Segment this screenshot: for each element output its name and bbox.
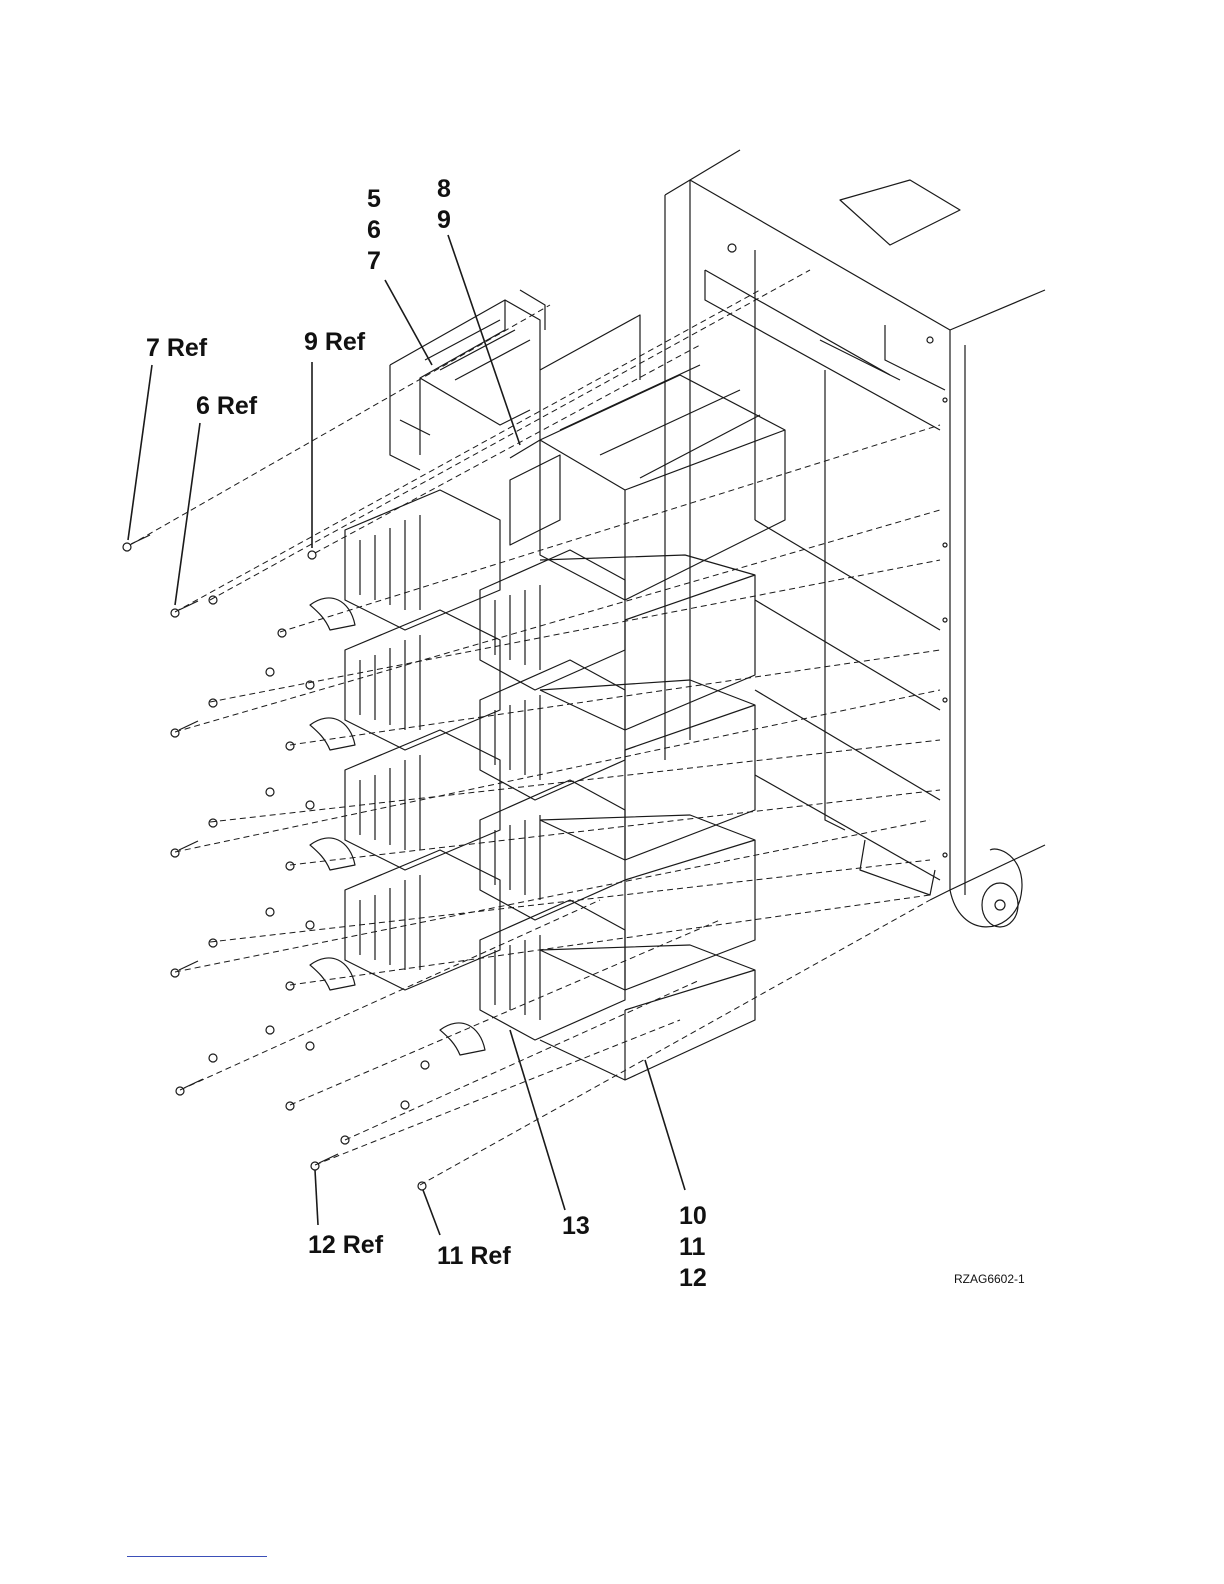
callout-8-9: 8 9: [437, 174, 451, 236]
callout-5-6-7: 5 6 7: [367, 184, 381, 277]
system-frame: [665, 150, 1045, 900]
callout-6-ref: 6 Ref: [196, 391, 257, 422]
cable-bracket: [390, 290, 640, 470]
callout-9-ref: 9 Ref: [304, 327, 365, 358]
leader-lines: [128, 235, 685, 1235]
figure-id: RZAG6602-1: [954, 1272, 1025, 1286]
screws: [123, 535, 429, 1190]
callout-12-ref: 12 Ref: [308, 1230, 383, 1261]
footer-rule: [127, 1556, 267, 1557]
drive-cage-stack: [540, 365, 785, 1080]
callout-10-11-12: 10 11 12: [679, 1201, 707, 1294]
callout-11-ref: 11 Ref: [437, 1241, 511, 1272]
disk-unit-carriers-right: [440, 455, 625, 1055]
callout-13: 13: [562, 1211, 590, 1242]
disk-unit-carriers-left: [310, 490, 500, 990]
top-cover-plate: [840, 180, 960, 245]
callout-7-ref: 7 Ref: [146, 333, 207, 364]
